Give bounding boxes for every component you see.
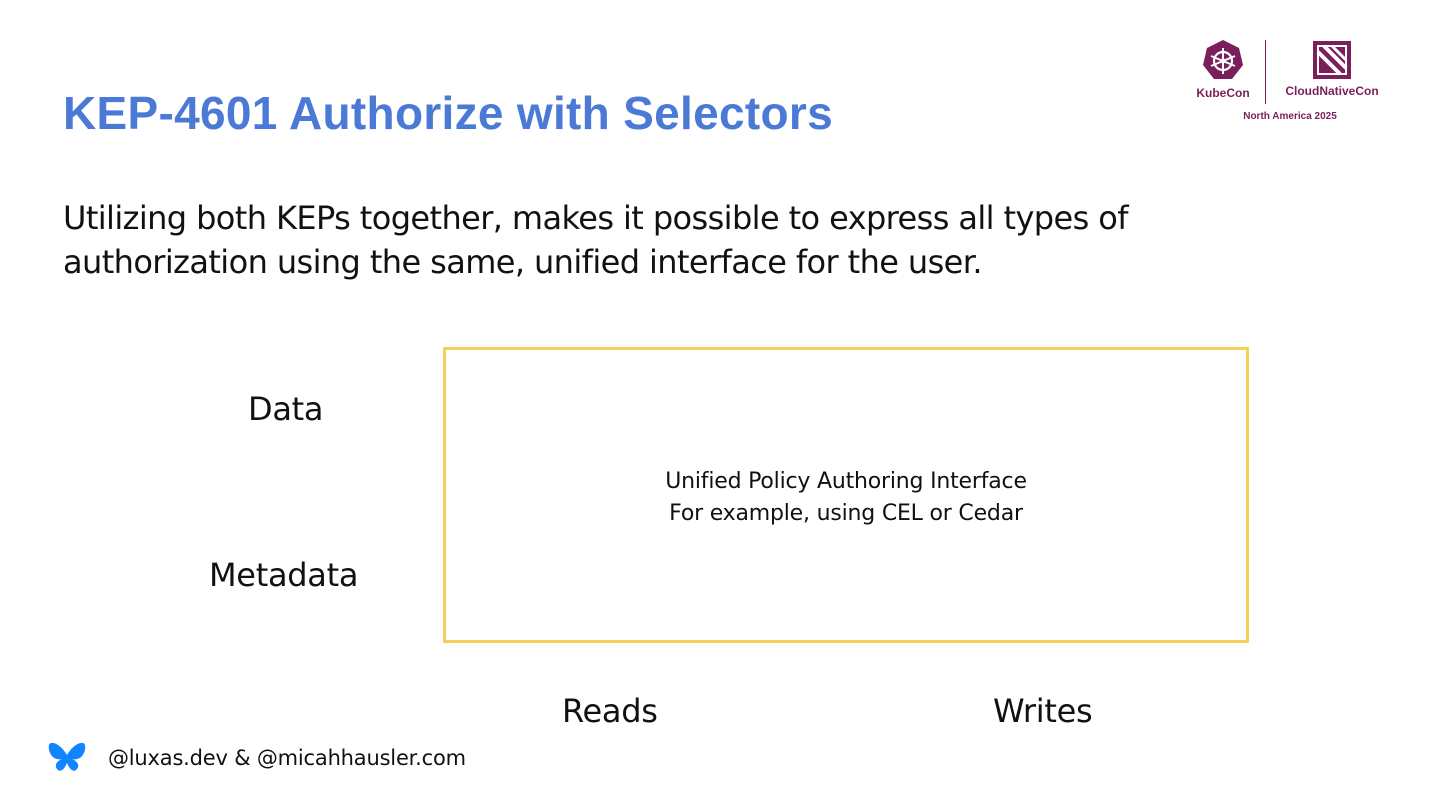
kubecon-wordmark: KubeCon xyxy=(1196,86,1250,100)
slide-title: KEP-4601 Authorize with Selectors xyxy=(63,87,833,139)
bluesky-butterfly-icon xyxy=(48,742,86,771)
policy-box-line-2: For example, using CEL or Cedar xyxy=(669,501,1023,526)
policy-box-line-1: Unified Policy Authoring Interface xyxy=(665,469,1027,494)
cloudnativecon-mark: CloudNativeCon xyxy=(1276,38,1388,98)
kubecon-cloudnativecon-logo: KubeCon CloudNativeCon North America 202… xyxy=(1190,38,1390,128)
policy-box-text: Unified Policy Authoring Interface For e… xyxy=(446,466,1246,530)
event-name: North America 2025 xyxy=(1243,111,1337,122)
logo-divider xyxy=(1265,40,1266,104)
kubernetes-helm-icon xyxy=(1203,40,1243,79)
cncf-icon xyxy=(1313,41,1351,79)
intro-text: Utilizing both KEPs together, makes it p… xyxy=(63,199,1128,281)
kubecon-mark: KubeCon xyxy=(1190,38,1256,100)
policy-interface-box: Unified Policy Authoring Interface For e… xyxy=(443,347,1249,643)
footer: @luxas.dev & @micahhausler.com xyxy=(48,738,466,778)
row-label-data: Data xyxy=(248,390,324,428)
column-label-writes: Writes xyxy=(993,692,1093,730)
column-label-reads: Reads xyxy=(562,692,658,730)
author-handles: @luxas.dev & @micahhausler.com xyxy=(108,746,466,770)
row-label-metadata: Metadata xyxy=(209,556,359,594)
cloudnativecon-wordmark: CloudNativeCon xyxy=(1285,84,1379,98)
